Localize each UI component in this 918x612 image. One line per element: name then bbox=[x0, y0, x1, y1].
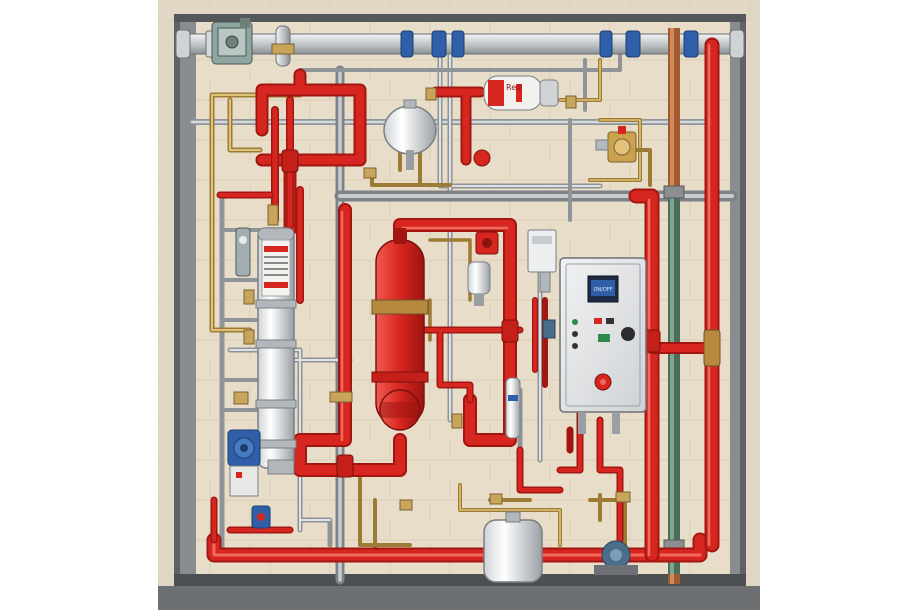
bottom-white-tank bbox=[483, 511, 543, 583]
control-panel: ON/OFF bbox=[559, 257, 647, 434]
red-fittings bbox=[281, 149, 721, 478]
water-filter bbox=[467, 261, 521, 439]
bottom-right-pump bbox=[594, 540, 638, 575]
red-expansion-tank bbox=[371, 228, 429, 431]
labeled-red-tank: Red bbox=[483, 75, 559, 111]
top-main-pipe bbox=[175, 29, 745, 59]
red-tank-tag: Red bbox=[506, 83, 521, 92]
left-gauges bbox=[233, 204, 279, 529]
brass-valves bbox=[329, 87, 631, 511]
blue-circulator-pump bbox=[227, 429, 295, 497]
junction-box bbox=[527, 229, 557, 339]
control-screen-text: ON/OFF bbox=[593, 287, 612, 293]
right-risers bbox=[663, 28, 685, 584]
round-vessel bbox=[383, 99, 437, 170]
gate-valve-assembly bbox=[211, 18, 295, 67]
brass-meter bbox=[595, 126, 637, 163]
water-heater-cylinder bbox=[255, 227, 297, 469]
